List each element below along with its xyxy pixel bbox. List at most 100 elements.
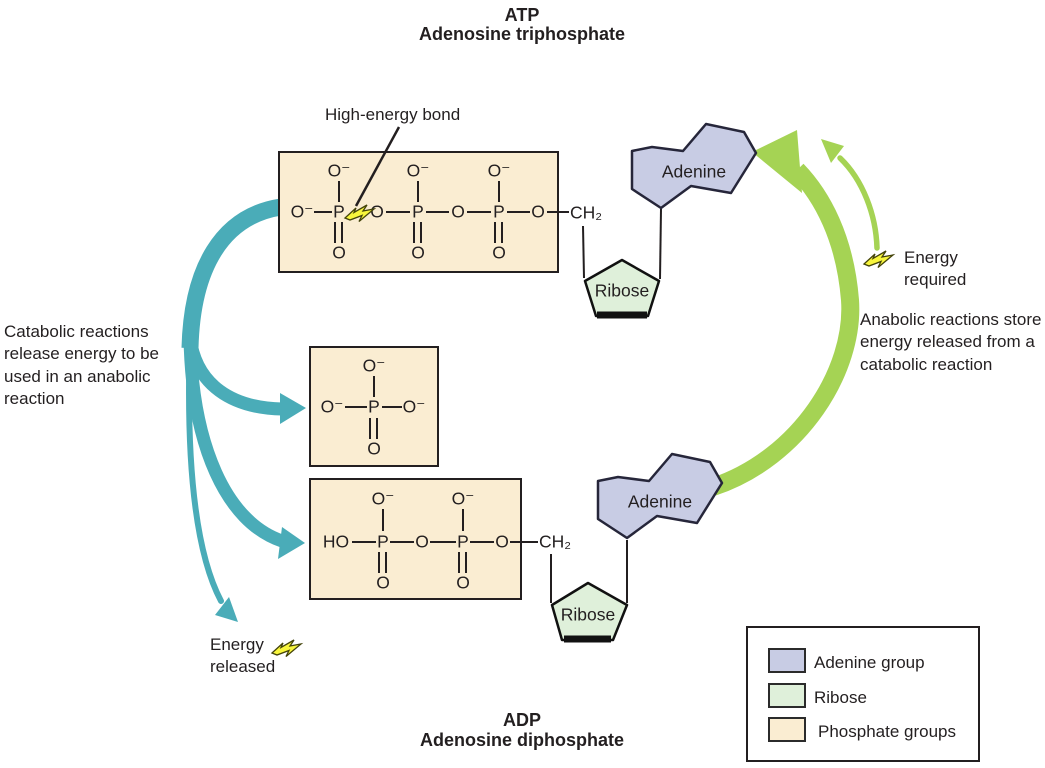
bond xyxy=(470,541,494,543)
anabolic-arrowhead-main xyxy=(752,130,802,193)
double-bond xyxy=(458,552,460,573)
bond xyxy=(314,211,332,213)
catabolic-arrow-to-energy xyxy=(186,335,224,604)
diagram-title: ATP Adenosine triphosphate xyxy=(272,6,772,44)
bond xyxy=(510,541,538,543)
footer-abbr: ADP xyxy=(502,710,541,730)
bond xyxy=(467,211,491,213)
atom-p: P xyxy=(333,201,345,222)
monophosphate-box xyxy=(309,346,439,467)
bond xyxy=(386,211,410,213)
catabolic-arrowhead-diphosphate xyxy=(278,527,305,559)
atom-o-minus: O⁻ xyxy=(451,488,475,509)
bond xyxy=(430,541,456,543)
bond xyxy=(373,376,375,397)
atp-adenine-label: Adenine xyxy=(661,161,727,182)
atp-adenine-shape xyxy=(630,122,758,210)
atom-ch2: CH₂ xyxy=(538,531,572,552)
double-bond xyxy=(413,222,415,243)
anabolic-arrowhead-energy xyxy=(821,139,844,163)
footer-name: Adenosine diphosphate xyxy=(419,730,624,750)
atom-o-minus: O⁻ xyxy=(402,396,426,417)
title-name: Adenosine triphosphate xyxy=(418,24,625,44)
atom-o: O xyxy=(376,572,390,593)
atom-o-minus: O⁻ xyxy=(320,396,344,417)
high-energy-bond-pointer-line xyxy=(354,126,401,207)
bond xyxy=(507,211,530,213)
bond xyxy=(417,181,419,202)
atom-o: O xyxy=(415,531,429,552)
double-bond xyxy=(378,552,380,573)
double-bond xyxy=(501,222,503,243)
bond xyxy=(338,181,340,202)
atom-p: P xyxy=(493,201,505,222)
atom-o: O xyxy=(370,201,384,222)
catabolic-arrowhead-monophosphate xyxy=(280,393,306,424)
double-bond xyxy=(369,418,371,439)
high-energy-bond-label: High-energy bond xyxy=(325,105,461,124)
atom-ho: HO xyxy=(322,531,350,552)
atom-o: O xyxy=(495,531,509,552)
bond xyxy=(498,181,500,202)
catabolic-arrow-main-arc xyxy=(181,198,283,349)
energy-required-label: Energy required xyxy=(904,248,967,290)
anabolic-note: Anabolic reactions store energy released… xyxy=(860,310,1042,374)
double-bond xyxy=(420,222,422,243)
legend-label-adenine: Adenine group xyxy=(814,653,925,672)
diphosphate-box xyxy=(309,478,522,600)
catabolic-arrowhead-energy xyxy=(215,597,238,622)
double-bond xyxy=(465,552,467,573)
atom-o-minus: O⁻ xyxy=(290,201,314,222)
atom-o: O xyxy=(367,438,381,459)
legend: Adenine group Ribose Phosphate groups xyxy=(746,626,980,762)
bond xyxy=(390,541,414,543)
atom-o: O xyxy=(332,242,346,263)
title-abbr: ATP xyxy=(504,5,540,25)
energy-released-label: Energy released xyxy=(210,635,276,677)
atp-ch2-ribose-line xyxy=(582,225,585,279)
atom-o: O xyxy=(451,201,465,222)
atom-p: P xyxy=(368,396,380,417)
atp-ribose-label: Ribose xyxy=(594,280,650,301)
atom-o-minus: O⁻ xyxy=(362,355,386,376)
adp-ribose-label: Ribose xyxy=(560,604,616,625)
atp-adenine-ribose-line xyxy=(659,208,662,280)
double-bond xyxy=(334,222,336,243)
atom-o-minus: O⁻ xyxy=(327,160,351,181)
atom-o: O xyxy=(531,201,545,222)
atom-p: P xyxy=(377,531,389,552)
bond xyxy=(426,211,449,213)
energy-required-bolt-icon xyxy=(862,250,896,268)
bond xyxy=(352,541,376,543)
double-bond xyxy=(376,418,378,439)
bond xyxy=(462,509,464,531)
atom-o-minus: O⁻ xyxy=(406,160,430,181)
anabolic-arrow-energy xyxy=(837,155,880,251)
legend-label-ribose: Ribose xyxy=(814,688,867,707)
bond xyxy=(345,406,367,408)
atom-o: O xyxy=(411,242,425,263)
diagram-footer: ADP Adenosine diphosphate xyxy=(272,710,772,750)
adp-adenine-label: Adenine xyxy=(627,491,693,512)
anabolic-arrow-main-arc xyxy=(710,163,860,496)
double-bond xyxy=(385,552,387,573)
legend-swatch-adenine xyxy=(768,648,806,673)
legend-swatch-phosphate xyxy=(768,717,806,742)
bond xyxy=(547,211,569,213)
atom-o: O xyxy=(456,572,470,593)
atom-p: P xyxy=(412,201,424,222)
catabolic-arrow-to-diphosphate xyxy=(183,331,289,548)
atom-o: O xyxy=(492,242,506,263)
double-bond xyxy=(341,222,343,243)
legend-swatch-ribose xyxy=(768,683,806,708)
bond xyxy=(382,509,384,531)
adp-adenine-shape xyxy=(596,452,724,540)
high-energy-bond-bolt-icon xyxy=(343,204,377,222)
energy-released-bolt-icon xyxy=(270,639,304,657)
legend-label-phosphate: Phosphate groups xyxy=(818,722,956,741)
atom-ch2: CH₂ xyxy=(569,202,603,223)
atom-o-minus: O⁻ xyxy=(371,488,395,509)
